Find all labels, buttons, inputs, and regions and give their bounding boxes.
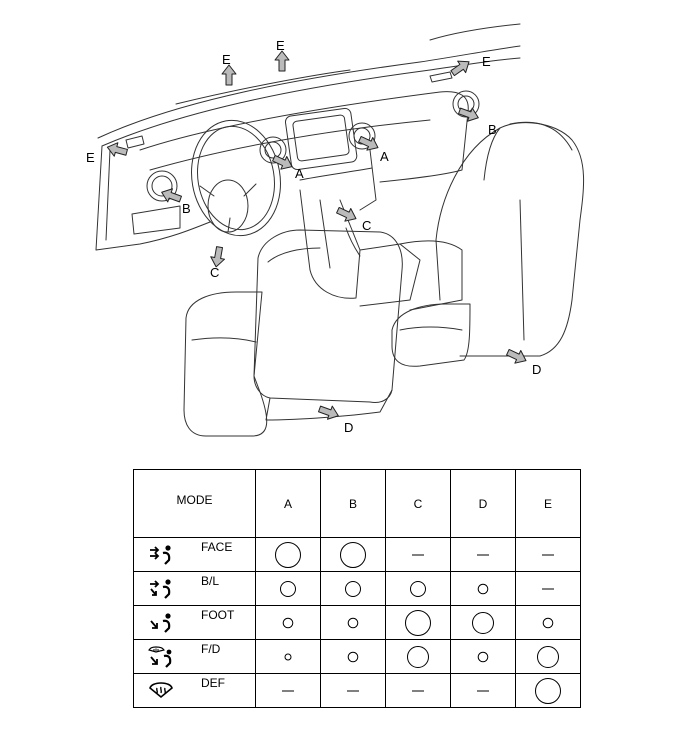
mode-cell: FOOT [133,605,256,640]
value-cell-d [450,639,516,674]
callout-a-1: A [380,149,389,164]
callout-e-4: E [86,150,95,165]
column-header-a: A [255,469,321,538]
callout-e-2: E [276,38,285,53]
mode-label: FOOT [201,608,235,622]
airflow-arrow-e [106,142,128,157]
callout-e-1: E [222,52,231,67]
column-header-c: C [385,469,451,538]
defrost-mode-icon [148,680,174,702]
mode-label: F/D [201,642,221,656]
bilevel-mode-icon [148,578,174,600]
mode-cell: FACE [133,537,256,572]
value-cell-a [255,673,321,708]
mode-label: FACE [201,540,233,554]
airflow-arrow-e [450,60,470,77]
airflow-arrow-c [336,206,357,222]
column-header-b: B [320,469,386,538]
mode-label: B/L [201,574,220,588]
airflow-arrow-c [210,246,226,268]
mode-row-bl: B/L [133,571,581,606]
airflow-circle-medium [345,580,361,597]
face-mode-icon [148,544,174,566]
value-cell-a [255,605,321,640]
airflow-circle-large [405,609,431,636]
column-header-e: E [515,469,581,538]
airflow-circle-large-medium [472,611,494,634]
value-cell-d [450,571,516,606]
foot-mode-icon [148,612,174,634]
value-cell-e [515,605,581,640]
airflow-arrow-d [318,405,339,420]
airflow-circle-large-medium [407,645,429,668]
airflow-circle-medium [280,580,296,597]
airflow-arrow-e [221,64,237,86]
airflow-arrow-a [272,154,293,170]
value-cell-c [385,571,451,606]
value-cell-e [515,639,581,674]
mode-cell: B/L [133,571,256,606]
airflow-arrow-e [274,50,290,72]
airflow-circle-large [535,677,561,704]
airflow-arrow-d [506,348,527,364]
column-header-d: D [450,469,516,538]
value-cell-d [450,605,516,640]
value-cell-c [385,639,451,674]
airflow-circle-small [477,583,489,594]
mode-row-fd: F/D [133,639,581,674]
airflow-arrow-a [358,135,379,151]
callout-d-2: D [344,420,353,435]
callout-d-1: D [532,362,541,377]
value-cell-b [320,537,386,572]
mode-header: MODE [133,469,256,538]
value-cell-b [320,571,386,606]
airflow-circle-small [282,617,294,628]
callout-e-3: E [482,54,491,69]
airflow-circle-small [347,651,359,662]
vehicle-interior-illustration: E E E E B B A A C C D D [86,23,585,437]
value-cell-d [450,537,516,572]
callout-c-1: C [210,265,219,280]
callout-b-1: B [488,122,497,137]
airflow-circle-small [477,651,489,662]
airflow-circle-large-medium [537,645,559,668]
value-cell-e [515,537,581,572]
value-cell-b [320,605,386,640]
value-cell-e [515,673,581,708]
airflow-arrow-b [161,188,182,203]
value-cell-c [385,605,451,640]
airflow-circle-large [340,541,366,568]
callout-b-2: B [182,201,191,216]
airflow-circle-small [542,617,554,628]
value-cell-b [320,673,386,708]
mode-row-face: FACE [133,537,581,572]
value-cell-b [320,639,386,674]
airflow-circle-tiny [284,653,292,660]
airflow-circle-small [347,617,359,628]
value-cell-a [255,639,321,674]
airflow-circle-large [275,541,301,568]
mode-row-foot: FOOT [133,605,581,640]
value-cell-c [385,673,451,708]
airflow-arrow-b [458,107,479,122]
value-cell-e [515,571,581,606]
value-cell-d [450,673,516,708]
airflow-circle-medium [410,580,426,597]
airflow-mode-table: MODE A B C D E FACE B/L FOOT F/D DEF [133,469,581,708]
callout-c-2: C [362,218,371,233]
value-cell-c [385,537,451,572]
callout-a-2: A [295,166,304,181]
value-cell-a [255,537,321,572]
foot-defrost-mode-icon [148,646,174,668]
mode-row-def: DEF [133,673,581,708]
mode-cell: DEF [133,673,256,708]
value-cell-a [255,571,321,606]
mode-cell: F/D [133,639,256,674]
mode-label: DEF [201,676,225,690]
